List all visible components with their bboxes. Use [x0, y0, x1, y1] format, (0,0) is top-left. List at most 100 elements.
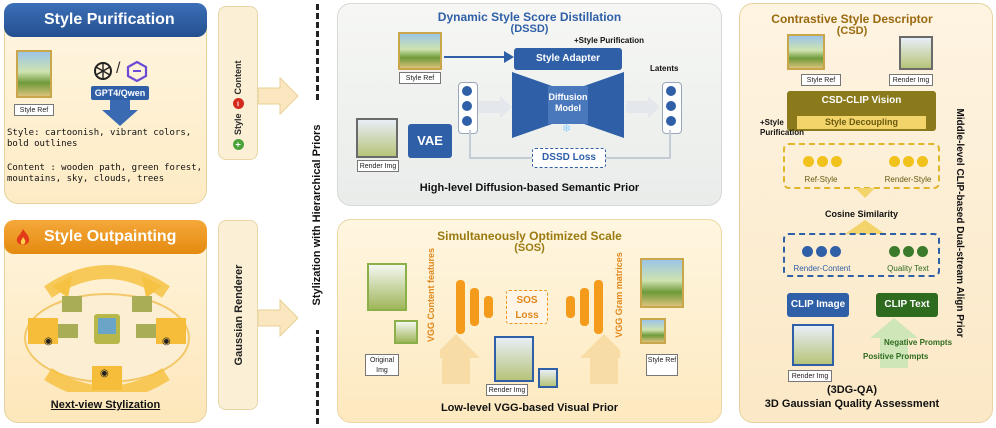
style-ref-caption: Style Ref — [14, 104, 54, 116]
content-description: Content : wooden path, green forest, mou… — [7, 163, 203, 184]
style-ref-image — [16, 50, 52, 98]
style-outpainting-header: Style Outpainting — [4, 220, 207, 254]
vgg-bar — [580, 288, 589, 326]
openai-icon — [94, 62, 112, 80]
vae-box: VAE — [408, 124, 452, 158]
style-word: Style — [233, 113, 243, 135]
original-caption: Original Img — [365, 354, 399, 376]
latent-dot — [462, 101, 472, 111]
csd-render-image — [899, 36, 933, 70]
dssd-style-ref-caption: Style Ref — [399, 72, 441, 84]
sos-abbr: (SOS) — [514, 242, 545, 254]
diffusion-model-label: Diffusion Model — [548, 92, 588, 113]
csd-side-title: Middle-level CLIP-based Dual-stream Alig… — [954, 108, 965, 338]
vgg-bar — [594, 280, 603, 334]
vgg-bar — [456, 280, 465, 334]
csd-panel — [739, 3, 993, 423]
latent-to-diffusion-arrow — [478, 96, 512, 118]
dssd-title: Dynamic Style Score Distillation — [437, 10, 622, 24]
csd-render-caption-bottom: Render Img — [788, 370, 832, 382]
render-style-dot — [889, 156, 900, 167]
original-image — [367, 263, 407, 311]
qa-title: 3D Gaussian Quality Assessment — [764, 398, 940, 410]
content-features-box — [783, 233, 940, 277]
latent-dot — [666, 86, 676, 96]
dssd-plus-purification: +Style Purification — [574, 36, 645, 45]
hierarchical-title: Stylization with Hierarchical Priors — [308, 100, 326, 330]
dssd-abbr: (DSSD) — [510, 23, 549, 35]
style-content-connector — [218, 6, 258, 160]
sos-up-arrows — [440, 334, 620, 384]
quality-text-label: Quality Text — [887, 264, 929, 273]
camera-icon: ◉ — [100, 368, 109, 379]
render-style-dot — [903, 156, 914, 167]
csd-title: Contrastive Style Descriptor — [771, 12, 933, 26]
dssd-render-caption: Render Img — [357, 160, 399, 172]
diffusion-model-shape — [512, 72, 624, 138]
sos-loss-box: SOS Loss — [506, 290, 548, 324]
qwen-icon — [126, 60, 148, 82]
csd-abbr: (CSD) — [836, 25, 868, 37]
down-arrow — [102, 100, 138, 126]
quality-text-dot — [917, 246, 928, 257]
outpainting-scene — [24, 265, 190, 392]
ref-style-dot — [803, 156, 814, 167]
render-style-label: Render-Style — [884, 175, 932, 184]
dssd-footer: High-level Diffusion-based Semantic Prio… — [419, 182, 640, 194]
next-view-caption: Next-view Stylization — [50, 399, 161, 411]
csd-render-caption: Render Img — [889, 74, 933, 86]
style-outpainting-title: Style Outpainting — [44, 228, 177, 245]
csd-plus-purification: +Style Purification — [760, 118, 805, 137]
gaussian-renderer-connector — [218, 220, 258, 410]
clip-image-box: CLIP Image — [787, 293, 849, 317]
sos-footer: Low-level VGG-based Visual Prior — [440, 402, 619, 414]
cosine-arrows — [845, 188, 885, 234]
gaussian-renderer-label: Gaussian Renderer — [233, 264, 245, 366]
render-style-dot — [917, 156, 928, 167]
sos-render-image-small — [538, 368, 558, 388]
render-content-dot — [830, 246, 841, 257]
loss-loop — [469, 130, 671, 159]
clip-up-arrows — [870, 318, 918, 368]
camera-icon: ◉ — [162, 336, 171, 347]
style-purification-title: Style Purification — [44, 11, 175, 28]
ref-style-dot — [817, 156, 828, 167]
csd-vision-label: CSD-CLIP Vision — [821, 95, 902, 106]
csd-style-ref-image — [787, 34, 825, 70]
ref-style-label: Ref-Style — [804, 175, 838, 184]
dssd-render-image — [356, 118, 398, 158]
original-image-small — [394, 320, 418, 344]
negative-prompts-label: Negative Prompts — [884, 338, 953, 347]
ref-style-dot — [831, 156, 842, 167]
vgg-bar — [484, 296, 493, 318]
latents-label: Latents — [650, 64, 679, 73]
csd-render-image-bottom — [792, 324, 834, 366]
render-content-dot — [802, 246, 813, 257]
vgg-bar — [566, 296, 575, 318]
model-badge: GPT4/Qwen — [91, 86, 149, 100]
clip-text-box: CLIP Text — [876, 293, 938, 317]
connector-arrow-bottom — [258, 298, 298, 338]
plus-icon: + — [232, 139, 244, 150]
quality-text-dot — [889, 246, 900, 257]
sos-render-caption: Render Img — [486, 384, 528, 396]
dssd-loss-box: DSSD Loss — [532, 148, 606, 168]
sos-title: Simultaneously Optimized Scale — [437, 229, 622, 243]
style-purification-header: Style Purification — [4, 3, 207, 37]
latent-dot — [666, 116, 676, 126]
qa-abbr: (3DG-QA) — [826, 384, 878, 396]
camera-icon: ◉ — [44, 336, 53, 347]
dssd-style-ref-image — [398, 32, 442, 70]
vgg-content-label: VGG Content features — [426, 248, 436, 343]
latent-dot — [666, 101, 676, 111]
style-decoupling-label: Style Decoupling — [797, 116, 926, 129]
positive-prompts-label: Positive Prompts — [863, 352, 929, 361]
sos-render-image — [494, 336, 534, 382]
sos-style-ref-caption: Style Ref — [646, 354, 678, 376]
quality-text-dot — [903, 246, 914, 257]
flame-icon — [16, 229, 30, 245]
style-description: Style: cartoonish, vibrant colors, bold … — [7, 128, 192, 149]
csd-style-ref-caption: Style Ref — [801, 74, 841, 86]
snowflake-icon: ❄ — [562, 123, 572, 135]
minus-icon: − — [232, 98, 244, 110]
